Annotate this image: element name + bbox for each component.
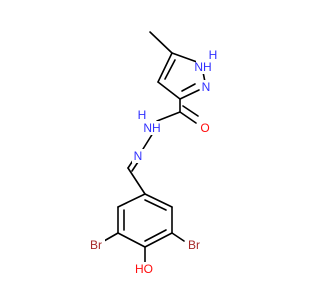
bond-ar3-br [103,232,119,242]
bond-ar6-ar1 [144,193,173,208]
bond-ar3-ar4 [117,232,146,248]
atom-label-hydrazide-nh: NH [143,121,160,135]
atom-label-pyrazole-n: N [202,80,211,94]
bond-ar6-ar1-inner [144,199,167,211]
bond-ar1-ar2 [117,193,146,208]
bond-methyl [149,31,173,54]
atom-label-imine-n: N [134,149,143,163]
bond-nh-n [142,132,154,150]
bond-carbonyl-o-1 [179,111,197,124]
bond-ch-ring [127,167,146,195]
bond-ar4-ar5 [144,232,173,248]
bond-c4-c5-inner [164,59,176,80]
bonds [103,31,206,265]
bond-c5-n1 [171,52,198,63]
atom-label-carbonyl-o: O [200,121,209,135]
atom-label-hydrazide-h: H [138,108,147,122]
atom-label-phenol-ho: HO [135,262,153,276]
bond-ar4-ar5-inner [144,229,167,242]
atom-label-pyrazole-h: H [209,48,218,62]
atom-label-br-right: Br [188,238,200,252]
bond-n-ch-2 [131,161,139,172]
bond-carbonyl-nh [156,111,181,122]
bond-n2-c3-inner [181,83,196,92]
bond-n2-c3 [179,89,200,100]
bond-c3-c4 [157,81,181,100]
atom-labels: NH H N O NH H N Br Br HO [87,48,217,276]
atom-label-br-left: Br [90,238,102,252]
bond-c4-c5 [157,52,173,83]
atom-label-pyrazole-nh: NH [194,60,211,74]
bond-carbonyl-o-2 [182,105,199,117]
bond-ar5-br [171,232,185,242]
molecule-structure: NH H N O NH H N Br Br HO [87,31,218,276]
